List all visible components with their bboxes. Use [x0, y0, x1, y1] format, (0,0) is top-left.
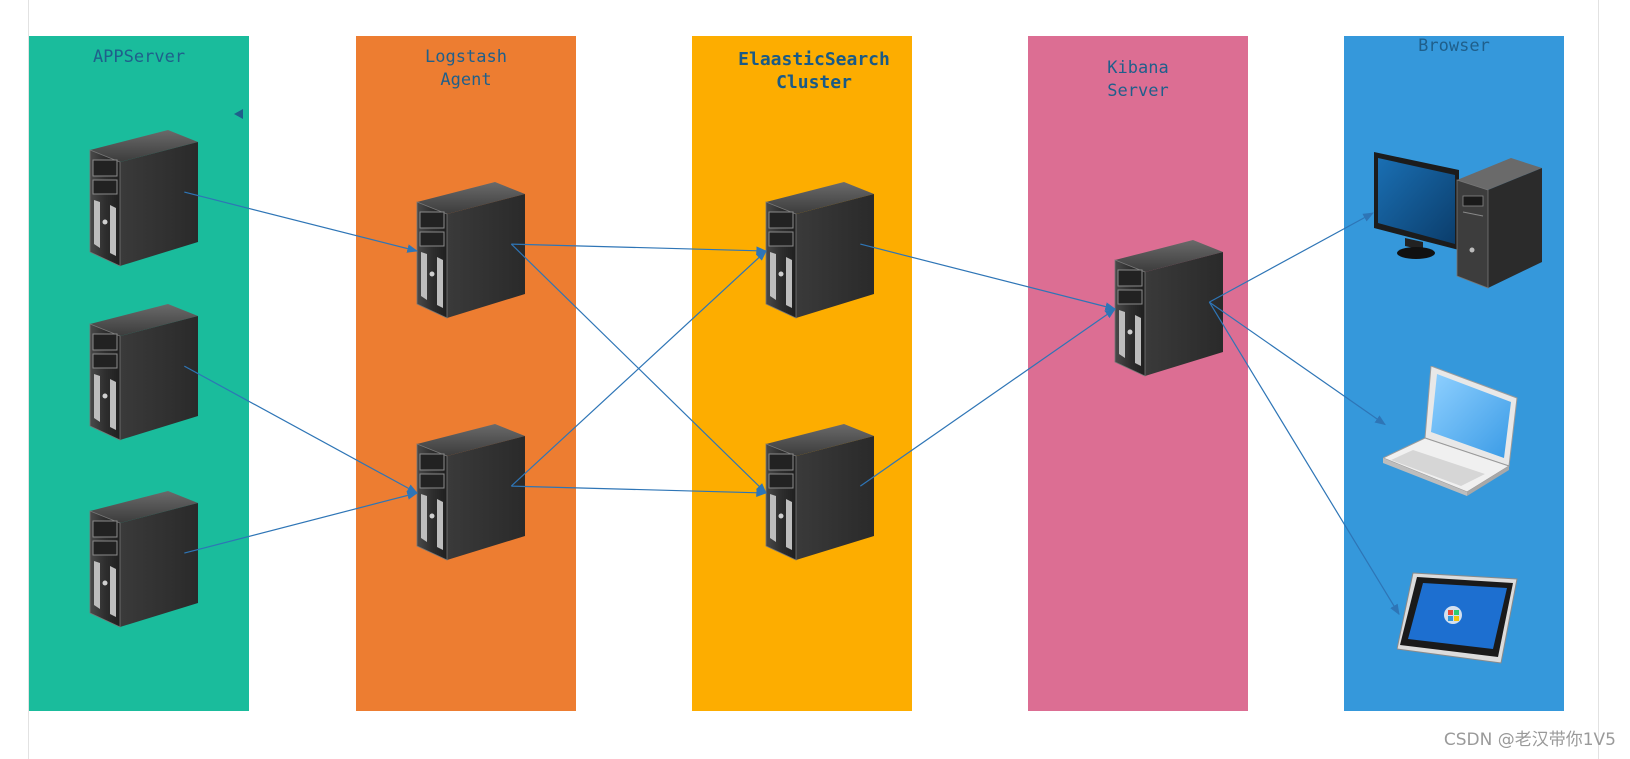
small-arrow-marker — [234, 109, 243, 119]
laptop-icon — [1383, 366, 1519, 496]
lane-title-browser: Browser — [1418, 36, 1490, 56]
kibana-server — [1113, 240, 1225, 378]
desktop-computer-icon — [1371, 150, 1542, 290]
logstash-agent-1 — [415, 182, 527, 320]
es-node-1 — [764, 182, 876, 320]
logstash-agent-2 — [415, 424, 527, 562]
lane-title-elasticsearch-cluster: ElaasticSearch Cluster — [738, 49, 890, 93]
frame-line-left — [28, 0, 29, 759]
watermark: CSDN @老汉带你1V5 — [1443, 730, 1616, 750]
app-server-2 — [88, 304, 200, 442]
lane-elasticsearch-cluster: ElaasticSearch Cluster — [692, 36, 912, 711]
es-node-2 — [764, 424, 876, 562]
tablet-icon — [1397, 571, 1519, 667]
app-server-1 — [88, 130, 200, 268]
lane-title-logstash-agent: Logstash Agent — [425, 47, 507, 90]
frame-line-right — [1598, 0, 1599, 759]
lane-logstash-agent: Logstash Agent — [356, 36, 576, 711]
lane-title-appserver: APPServer — [92, 47, 186, 67]
app-server-3 — [88, 491, 200, 629]
lane-title-kibana-server: Kibana Server — [1107, 58, 1169, 101]
